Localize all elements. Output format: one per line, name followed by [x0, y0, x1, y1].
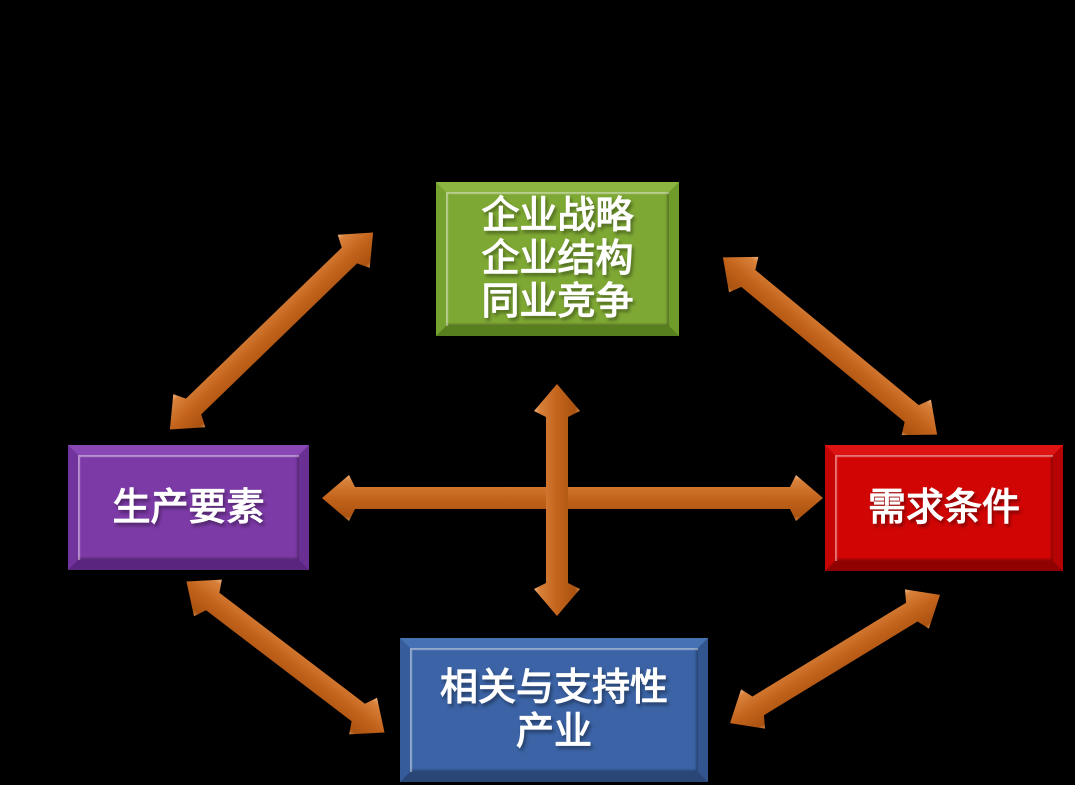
- arrow-demand-supporting: [730, 589, 940, 729]
- node-supporting-label-line1: 相关与支持性: [439, 667, 668, 709]
- arrow-factors-strategy: [169, 232, 374, 430]
- node-supporting: 相关与支持性 产业: [400, 638, 708, 782]
- node-strategy: 企业战略 企业结构 同业竞争: [436, 182, 679, 336]
- node-demand-label: 需求条件: [867, 487, 1020, 529]
- arrow-strategy-demand: [722, 256, 938, 436]
- node-demand: 需求条件: [825, 445, 1063, 571]
- arrow-factors-supporting: [186, 579, 385, 735]
- node-strategy-label-line3: 同业竞争: [481, 280, 634, 323]
- node-factors: 生产要素: [68, 445, 309, 570]
- node-supporting-label-line2: 产业: [515, 711, 592, 753]
- node-factors-label: 生产要素: [112, 486, 265, 529]
- node-strategy-label-line1: 企业战略: [481, 194, 634, 237]
- arrow-factors-demand: [322, 475, 823, 521]
- arrow-strategy-supporting: [534, 384, 580, 616]
- node-strategy-label-line2: 企业结构: [481, 237, 634, 280]
